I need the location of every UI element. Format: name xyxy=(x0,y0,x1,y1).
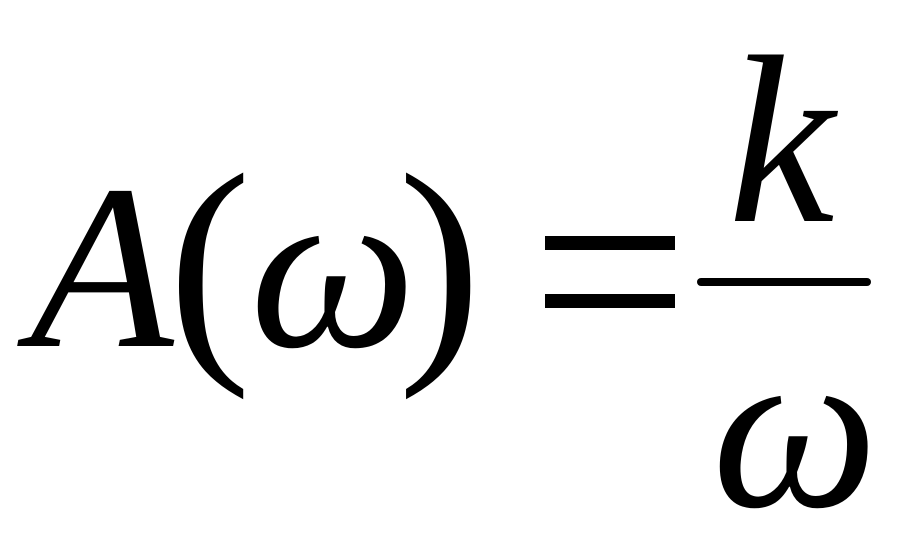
fraction-denominator: ω xyxy=(712,297,878,552)
equals-bar-bottom xyxy=(545,294,675,308)
argument-symbol: ω xyxy=(250,137,416,397)
function-symbol: A xyxy=(30,137,174,397)
open-parenthesis: ( xyxy=(168,124,252,401)
close-parenthesis: ) xyxy=(398,124,482,401)
equals-bar-top xyxy=(545,236,675,250)
equals-sign xyxy=(545,236,675,308)
fraction-numerator: k xyxy=(728,7,835,273)
fraction-bar xyxy=(697,278,871,286)
